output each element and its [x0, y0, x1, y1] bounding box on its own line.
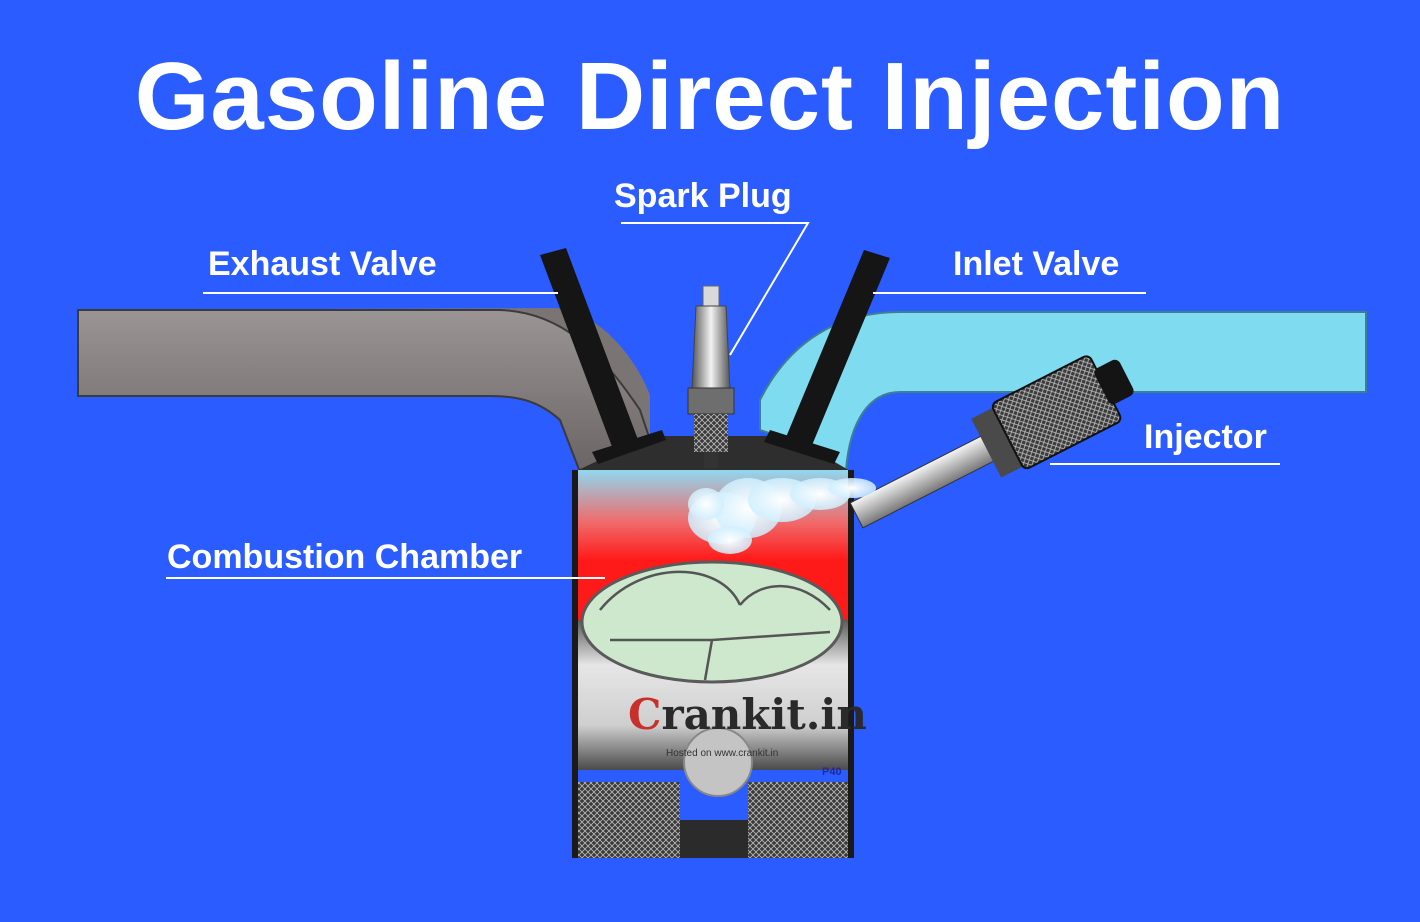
wrist-pin: [683, 727, 753, 797]
exhaust-valve-label: Exhaust Valve: [208, 245, 437, 283]
piston-crown: [580, 560, 844, 684]
inlet-valve-label: Inlet Valve: [953, 245, 1120, 283]
combustion-chamber-label: Combustion Chamber: [167, 538, 523, 576]
injector-label: Injector: [1144, 418, 1267, 456]
brand-logo-suffix: .in: [805, 690, 867, 739]
injector: [849, 355, 1134, 529]
brand-logo-main: rankit: [661, 690, 806, 739]
brand-tagline: Hosted on www.crankit.in: [666, 748, 779, 759]
brand-logo: Crankit.in: [628, 690, 867, 739]
inlet-valve: [764, 250, 890, 464]
brand-logo-prefix: C: [628, 690, 662, 739]
cylinder-wall-right: [848, 470, 854, 858]
corner-mark: P40: [822, 766, 842, 778]
spark-plug-leader: [621, 222, 810, 356]
cylinder-wall-left: [572, 470, 578, 858]
fuel-spray: [688, 478, 876, 554]
exhaust-valve: [540, 248, 666, 464]
spark-plug-label: Spark Plug: [614, 177, 792, 215]
crankcase-left: [578, 782, 680, 858]
page-title: Gasoline Direct Injection: [134, 43, 1286, 150]
crankcase-right: [748, 782, 848, 858]
spark-plug: [687, 285, 735, 468]
